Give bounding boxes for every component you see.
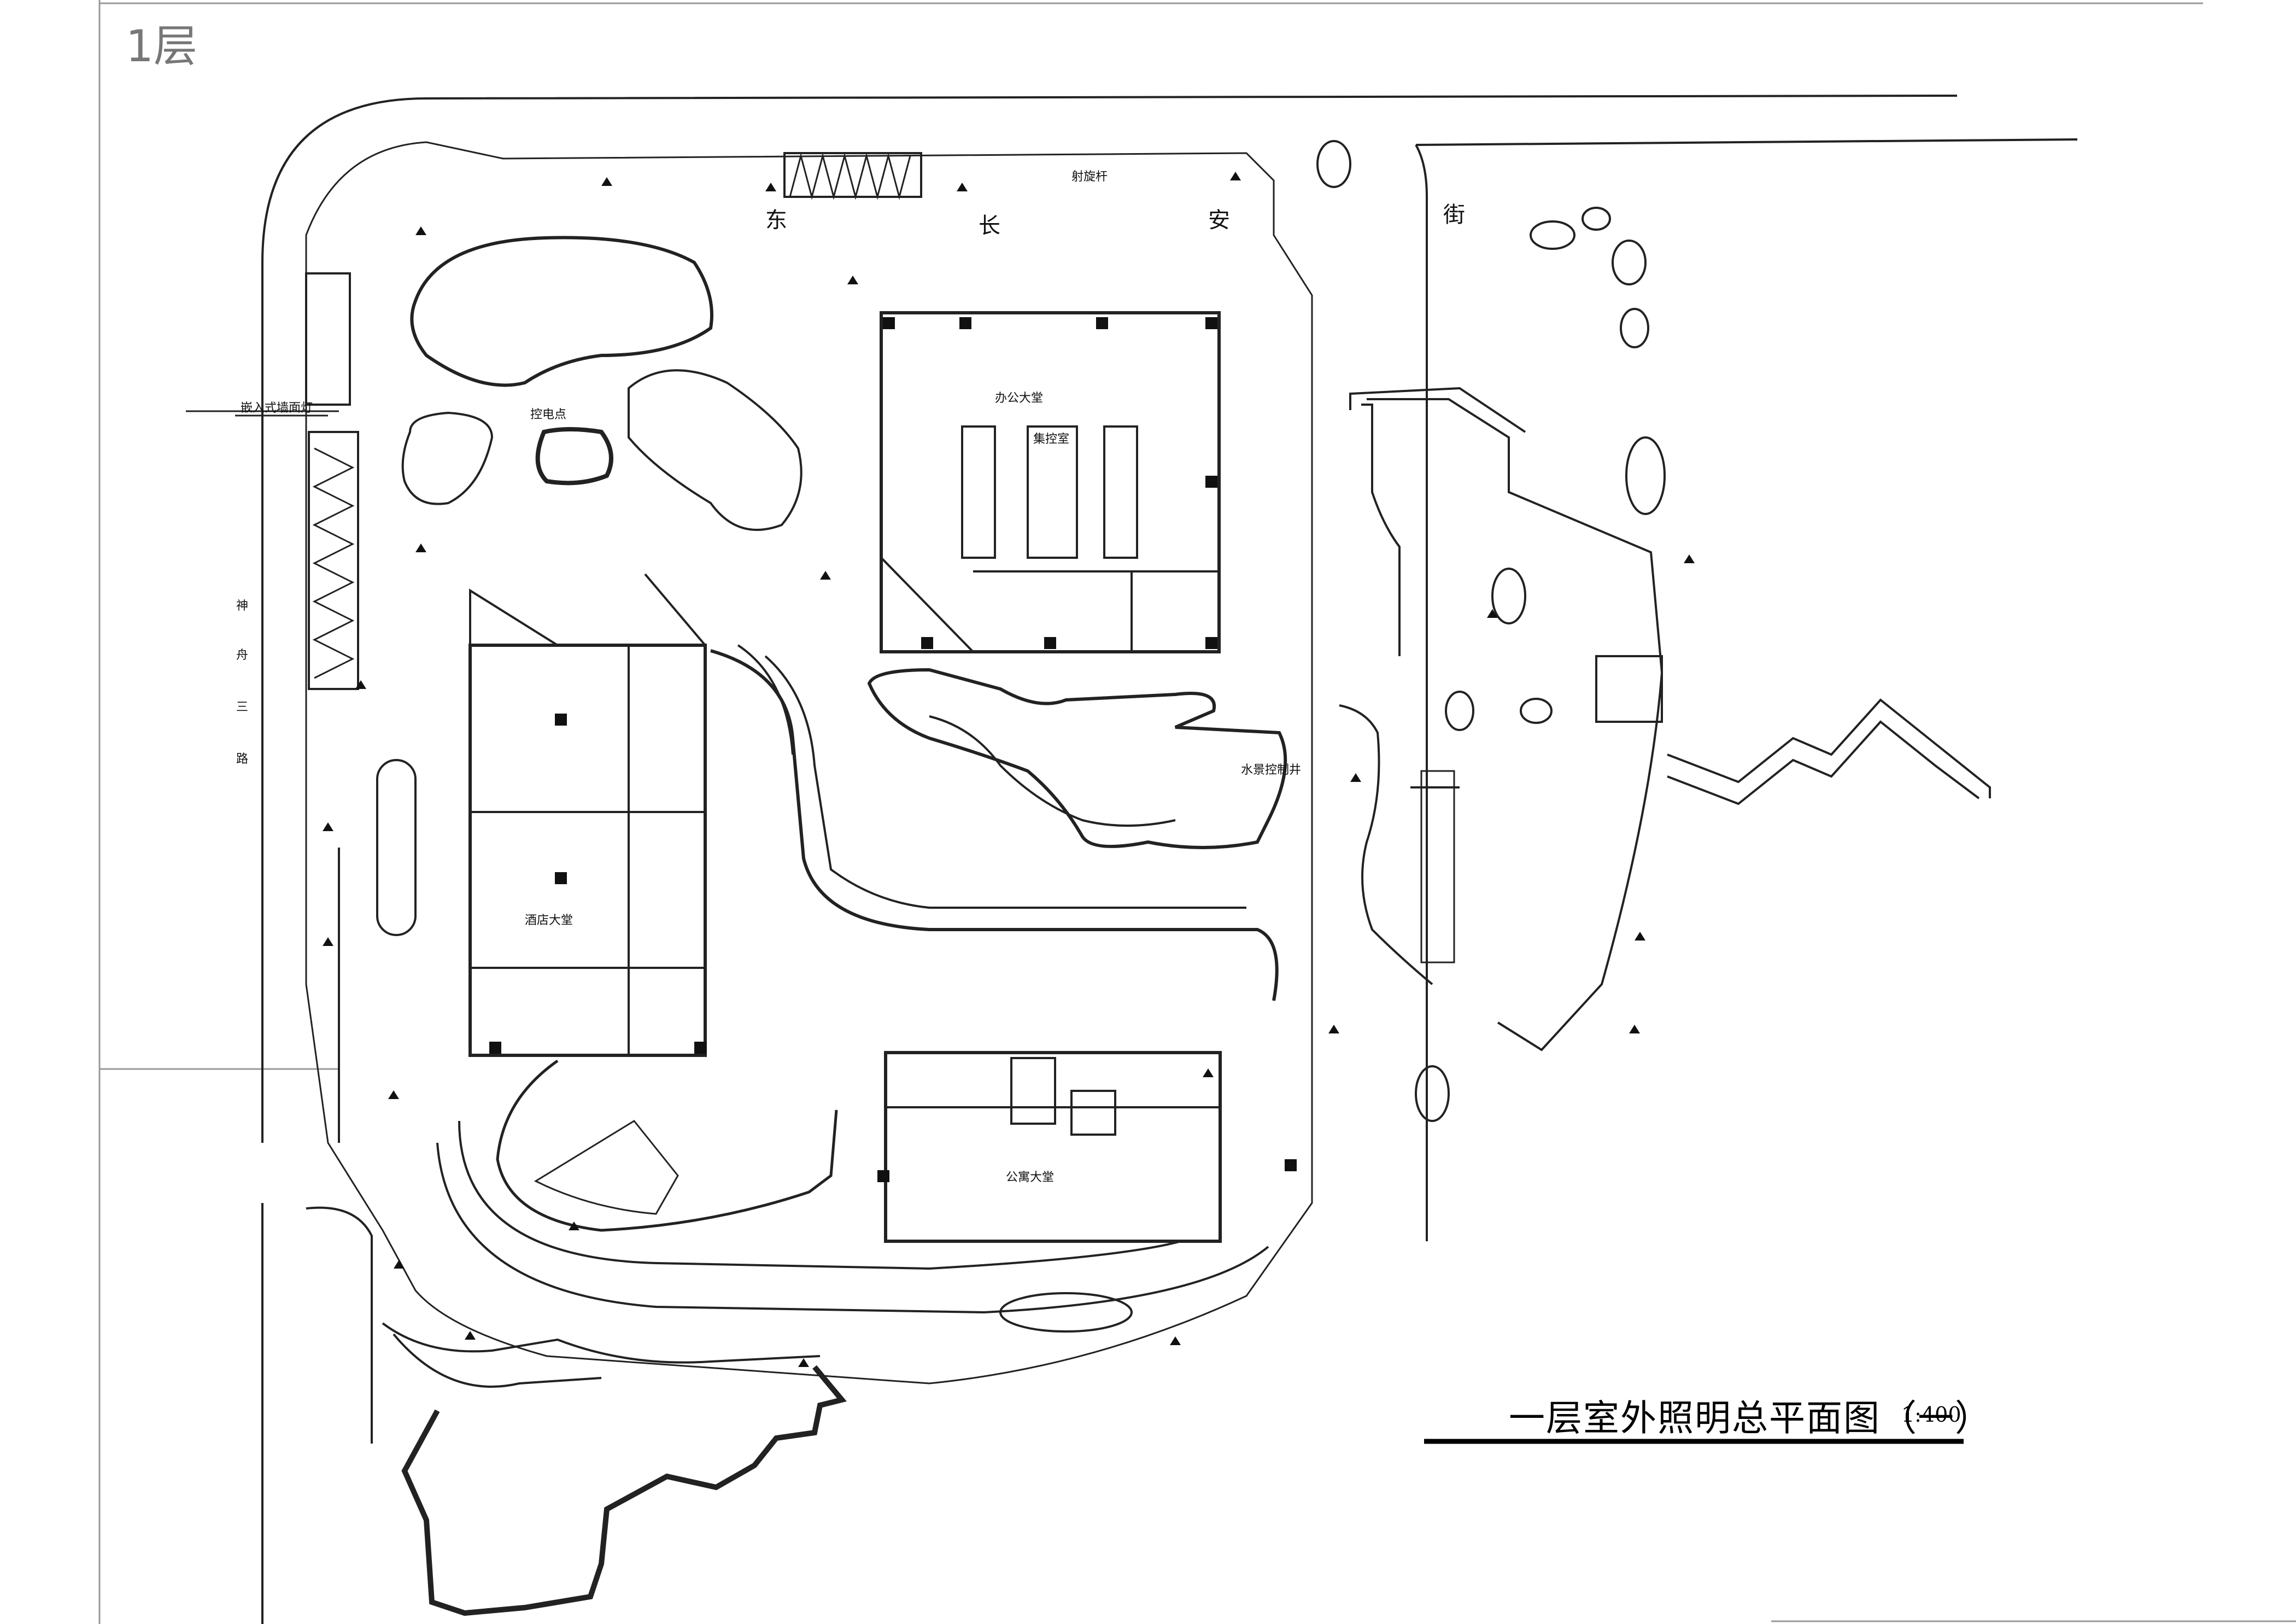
room-water-feature: 水景控制井 [1241, 763, 1302, 777]
room-hotel-lobby: 酒店大堂 [525, 914, 573, 927]
street-char-chang: 长 [979, 213, 1000, 238]
street-char-dong: 东 [765, 208, 787, 233]
street-char-shen: 神 [236, 599, 249, 613]
room-power-box: 控电点 [530, 408, 567, 422]
road-label: 嵌入式墙面灯 [241, 401, 313, 415]
street-char-lu: 路 [236, 752, 249, 766]
street-char-zhou: 舟 [236, 649, 249, 662]
room-apartment-lobby: 公寓大堂 [1006, 1171, 1055, 1184]
street-char-jie: 街 [1443, 202, 1465, 227]
street-char-san: 三 [236, 700, 249, 714]
drawing-title: 一层室外照明总平面图（一） [1509, 1397, 1992, 1439]
floor-label: 1层 [126, 21, 197, 72]
drawing-scale: 1:400 [1901, 1403, 1961, 1427]
room-office-lobby: 办公大堂 [995, 392, 1044, 405]
room-shot-rail: 射旋杆 [1071, 170, 1108, 184]
street-char-an: 安 [1208, 208, 1230, 233]
room-control: 集控室 [1033, 433, 1070, 446]
